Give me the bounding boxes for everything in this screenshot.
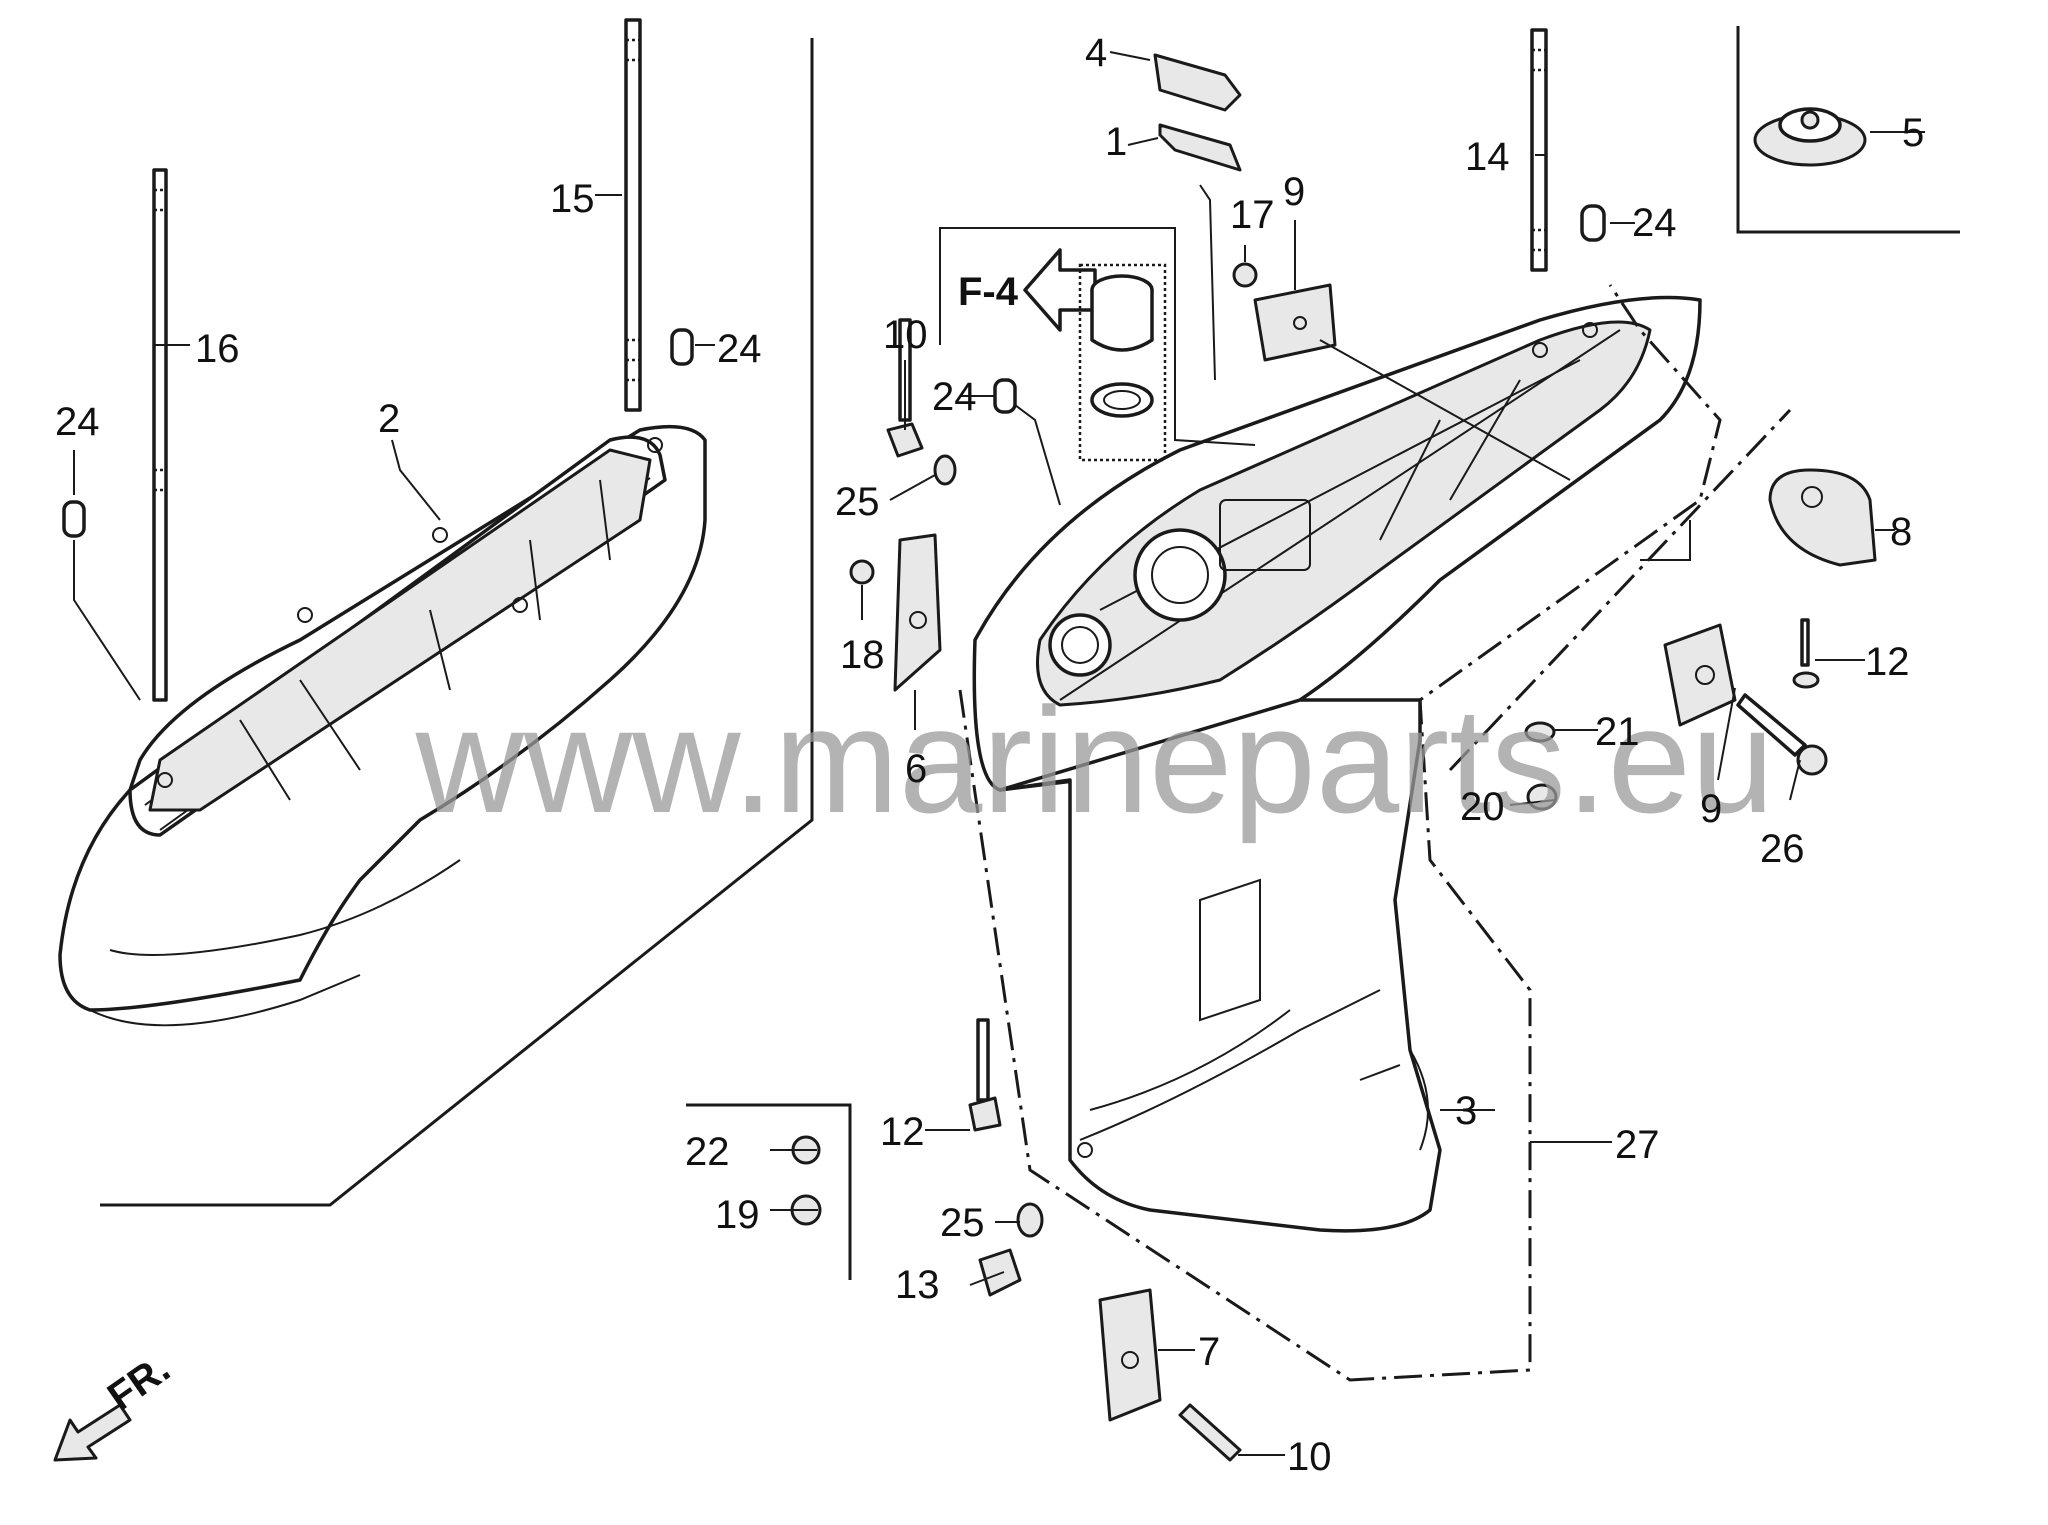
- seal-part-1[interactable]: [1158, 123, 1242, 172]
- divider-line-small-parts: [686, 1103, 852, 1280]
- anode-part-7[interactable]: [1098, 1288, 1162, 1422]
- callout-1: 1: [1105, 120, 1127, 164]
- callout-2: 2: [378, 397, 400, 441]
- anode-part-6[interactable]: [893, 533, 942, 692]
- callout-12: 12: [1865, 640, 1910, 684]
- callout-14: 13: [895, 1263, 940, 1307]
- nut-part-19[interactable]: [849, 559, 875, 585]
- front-direction-indicator: FR.: [53, 1346, 178, 1462]
- bolt-part-12[interactable]: [1792, 618, 1820, 689]
- watermark-text: www.marineparts.eu: [415, 676, 1775, 844]
- dowel-pin-24-left-top[interactable]: [670, 328, 694, 366]
- callout-9-lower: 9: [1700, 787, 1722, 831]
- callout-15: 14: [1465, 135, 1510, 179]
- callout-21: 20: [1460, 785, 1505, 829]
- washer-part-22[interactable]: [1524, 721, 1556, 743]
- assembly-boundary-2: [1448, 408, 1792, 772]
- callout-13: 12: [880, 1110, 925, 1154]
- callout-23: 22: [685, 1130, 730, 1174]
- bolt-part-13[interactable]: [968, 1018, 1002, 1132]
- extension-case-part-27[interactable]: [972, 295, 1702, 1233]
- callout-24-left: 24: [55, 400, 100, 444]
- callout-8: 8: [1890, 510, 1912, 554]
- reference-f4[interactable]: F-4: [958, 248, 1097, 332]
- callout-27: 27: [1615, 1123, 1660, 1167]
- leader-lines: [73, 51, 1925, 1456]
- dowel-pin-24-right[interactable]: [1580, 204, 1606, 242]
- bolt-part-26[interactable]: [1736, 693, 1828, 776]
- callout-24-left-top: 24: [717, 327, 762, 371]
- lower-cover-part-2[interactable]: [58, 424, 707, 1027]
- callout-6: 6: [905, 747, 927, 791]
- boundary-step: [1640, 520, 1691, 561]
- grommet-part-4[interactable]: [1153, 53, 1242, 112]
- callout-7: 7: [1198, 1330, 1220, 1374]
- callout-19: 18: [840, 633, 885, 677]
- f4-bracket: [939, 227, 1256, 446]
- front-direction-text: FR.: [100, 1346, 178, 1419]
- callout-22: 21: [1595, 710, 1640, 754]
- callout-3: 3: [1455, 1089, 1477, 1133]
- gearcase-part-3[interactable]: [1409, 1049, 1429, 1151]
- stud-bolt-17[interactable]: [152, 168, 168, 702]
- cover-part-8[interactable]: [1768, 468, 1877, 567]
- washer-part-25-upper[interactable]: [933, 454, 957, 486]
- front-arrow-icon: [53, 1403, 132, 1462]
- callout-5: 5: [1902, 111, 1924, 155]
- callout-labels: 4 1 14 24 5 17 9 8 12 9 21 20 26 27 3 7 …: [55, 31, 1924, 1479]
- reference-f4-text: F-4: [958, 270, 1019, 314]
- divider-line-left: [100, 38, 814, 1207]
- stud-bolt-15[interactable]: [1530, 28, 1548, 272]
- callout-16: 15: [550, 177, 595, 221]
- plate-part-9-upper[interactable]: [1253, 283, 1337, 362]
- callout-24-center: 24: [932, 375, 977, 419]
- callout-18: 17: [1230, 193, 1275, 237]
- nut-part-18[interactable]: [1232, 262, 1258, 288]
- stud-bolt-16[interactable]: [624, 18, 642, 412]
- callout-4: 4: [1085, 31, 1107, 75]
- assembly-boundary: [958, 284, 1722, 1382]
- callout-24-right: 24: [1632, 201, 1677, 245]
- grommet-part-5[interactable]: [1753, 107, 1867, 167]
- callout-9-upper: 9: [1283, 170, 1305, 214]
- callout-10: 10: [883, 313, 928, 357]
- callout-25-lower: 25: [940, 1201, 985, 1245]
- callout-17: 16: [195, 327, 240, 371]
- callout-11: 10: [1287, 1435, 1332, 1479]
- seal-kit[interactable]: [1078, 263, 1167, 462]
- dowel-pin-24-left[interactable]: [62, 500, 86, 538]
- callout-26: 26: [1760, 827, 1805, 871]
- washer-part-25-lower[interactable]: [1016, 1202, 1044, 1238]
- divider-line-top-right: [1736, 26, 1960, 234]
- callout-25-upper: 25: [835, 480, 880, 524]
- reference-arrow-icon: [1023, 248, 1097, 332]
- dowel-pin-24-center[interactable]: [993, 378, 1017, 414]
- screw-part-11[interactable]: [1178, 1403, 1242, 1462]
- plate-part-9-lower[interactable]: [1663, 623, 1737, 727]
- callout-20: 19: [715, 1193, 760, 1237]
